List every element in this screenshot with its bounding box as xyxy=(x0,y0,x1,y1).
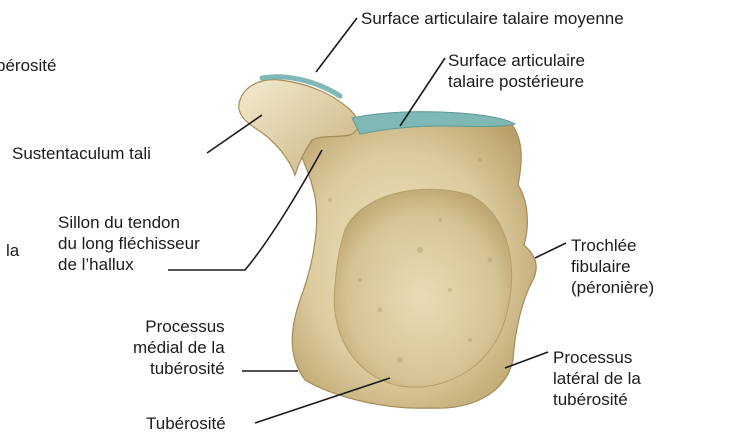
label-cropped-la: la xyxy=(6,240,19,261)
label-surface-articulaire-talaire-moyenne: Surface articulaire talaire moyenne xyxy=(361,8,624,29)
label-sillon-tendon: Sillon du tendon du long fléchisseur de … xyxy=(58,212,200,275)
leader-surface-moyenne xyxy=(316,18,357,72)
leader-sustentaculum xyxy=(207,115,262,153)
label-trochlee-fibulaire: Trochlée fibulaire (péronière) xyxy=(571,235,654,298)
label-cropped-tuberosite: bérosité xyxy=(0,55,56,76)
label-surface-articulaire-talaire-posterieure: Surface articulaire talaire postérieure xyxy=(448,50,585,92)
leader-trochlee xyxy=(535,243,566,258)
label-processus-medial: Processus médial de la tubérosité xyxy=(133,316,225,379)
label-sustentaculum-tali: Sustentaculum tali xyxy=(12,143,151,164)
label-tuberosite: Tubérosité xyxy=(146,413,226,434)
label-processus-lateral: Processus latéral de la tubérosité xyxy=(553,347,641,410)
